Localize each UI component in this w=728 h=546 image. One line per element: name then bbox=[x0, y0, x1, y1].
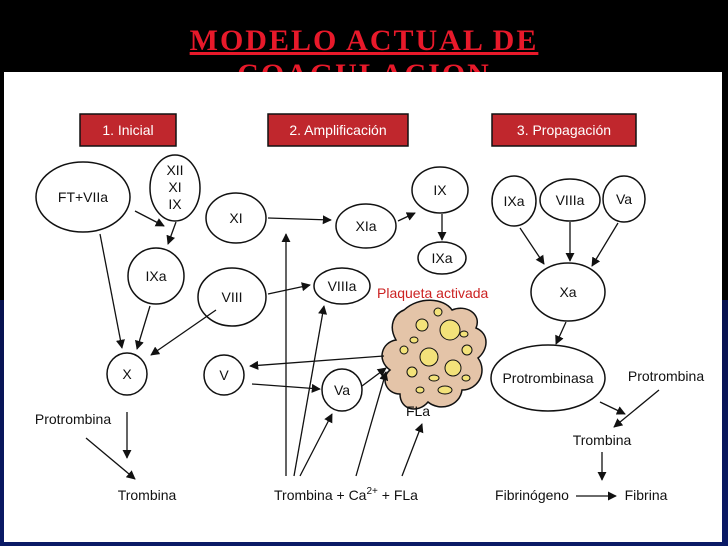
node-v bbox=[203, 354, 245, 396]
node-viii bbox=[197, 267, 267, 327]
label-viii: VIII bbox=[221, 289, 242, 305]
node-protrombinasa bbox=[490, 344, 606, 412]
label-amp-ixa: IXa bbox=[431, 250, 452, 266]
node-amp-xi bbox=[205, 192, 267, 244]
coagulation-diagram: 1. Inicial 2. Amplificación 3. Propagaci… bbox=[35, 113, 704, 503]
label-prop-protrombina: Protrombina bbox=[628, 368, 704, 384]
label-inicial-trombina: Trombina bbox=[118, 487, 177, 503]
phase-label-inicial: 1. Inicial bbox=[102, 122, 153, 138]
node-amp-ix bbox=[411, 166, 469, 214]
label-xa: Xa bbox=[559, 284, 576, 300]
activated-platelet bbox=[381, 299, 487, 410]
label-x: X bbox=[122, 366, 132, 382]
label-fibrinogeno: Fibrinógeno bbox=[495, 487, 569, 503]
amplificacion-arrows bbox=[249, 212, 447, 477]
node-viiia bbox=[313, 267, 371, 305]
propagacion-arrows bbox=[519, 222, 660, 501]
label-inicial-protrombina: Protrombina bbox=[35, 411, 111, 427]
label-prop-viiia: VIIIa bbox=[556, 192, 585, 208]
node-va-amp bbox=[321, 368, 363, 412]
node-ft-viia bbox=[35, 161, 131, 233]
label-v: V bbox=[219, 367, 229, 383]
node-xii-xi-ix bbox=[149, 154, 201, 222]
label-amp-bottom-part1: Trombina + Ca bbox=[274, 487, 367, 503]
inicial-arrows bbox=[85, 210, 217, 480]
node-prop-va bbox=[602, 175, 646, 223]
label-ft-viia: FT+VIIa bbox=[58, 189, 108, 205]
label-protrombinasa: Protrombinasa bbox=[502, 370, 593, 386]
phase-label-propagacion: 3. Propagación bbox=[517, 122, 611, 138]
label-prop-ixa: IXa bbox=[503, 193, 524, 209]
label-plaqueta-activada: Plaqueta activada bbox=[377, 285, 489, 301]
node-prop-viiia bbox=[539, 178, 601, 222]
node-prop-ixa bbox=[491, 175, 537, 227]
label-ix: IX bbox=[168, 196, 182, 212]
label-amp-bottom-sup: 2+ bbox=[366, 486, 378, 497]
label-xia: XIa bbox=[355, 218, 376, 234]
coagulation-diagram-panel: 1. Inicial 2. Amplificación 3. Propagaci… bbox=[4, 72, 722, 542]
node-xia bbox=[335, 203, 397, 249]
label-xii: XII bbox=[166, 162, 183, 178]
phase-header-propagacion: 3. Propagación bbox=[491, 113, 637, 147]
label-amp-ix: IX bbox=[433, 182, 447, 198]
label-amp-xi: XI bbox=[229, 210, 242, 226]
phase-header-amplificacion: 2. Amplificación bbox=[267, 113, 409, 147]
propagacion-nodes bbox=[490, 175, 646, 412]
label-amp-bottom-part2: + FLa bbox=[378, 487, 418, 503]
label-fla: FLa bbox=[406, 403, 430, 419]
node-x bbox=[106, 352, 148, 396]
node-inicial-ixa bbox=[127, 247, 185, 305]
label-xi: XI bbox=[168, 179, 181, 195]
slide-title-line1: MODELO ACTUAL DE bbox=[189, 24, 539, 57]
node-xa bbox=[530, 262, 606, 322]
node-amp-ixa bbox=[417, 241, 467, 275]
label-va-amp: Va bbox=[334, 382, 350, 398]
label-viiia: VIIIa bbox=[328, 278, 357, 294]
label-prop-va: Va bbox=[616, 191, 632, 207]
label-prop-trombina: Trombina bbox=[573, 432, 632, 448]
label-inicial-ixa: IXa bbox=[145, 268, 166, 284]
label-amp-bottom: Trombina + Ca2+ + FLa bbox=[274, 486, 418, 503]
phase-label-amplificacion: 2. Amplificación bbox=[289, 122, 386, 138]
amplificacion-nodes bbox=[197, 166, 469, 412]
label-fibrina: Fibrina bbox=[625, 487, 668, 503]
phase-header-inicial: 1. Inicial bbox=[79, 113, 177, 147]
inicial-nodes bbox=[35, 154, 201, 396]
